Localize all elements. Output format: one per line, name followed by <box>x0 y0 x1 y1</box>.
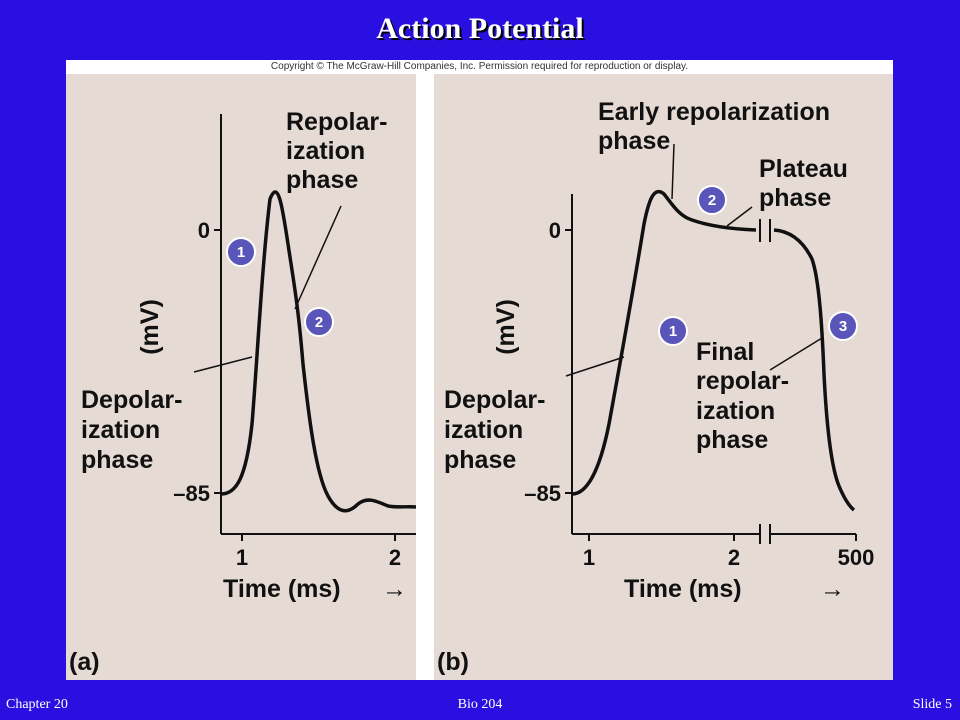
panel-b-depol-leader <box>565 356 625 377</box>
panel-b-potential-curve-right <box>773 228 856 512</box>
panel-a-y-tick-top: 0 <box>198 218 210 243</box>
panel-b-early-label-2: phase <box>598 127 670 155</box>
panel-b-badge-2 <box>697 185 727 215</box>
panel-b-x-tick-3: 500 <box>838 545 875 570</box>
panel-a-badge-1-text: 1 <box>237 244 245 261</box>
panel-a-repol-label-3: phase <box>286 166 358 194</box>
panel-a-depol-label-2: ization <box>81 416 160 444</box>
panel-b-tag: (b) <box>437 648 469 676</box>
panel-b-plateau-leader <box>726 206 753 227</box>
panel-a-tag: (a) <box>69 648 100 676</box>
panel-b-depol-label-1: Depolar- <box>444 386 545 414</box>
panel-b-final-leader <box>769 337 823 371</box>
panel-b-plateau-label-2: phase <box>759 184 831 212</box>
action-potential-figure: Copyright © The McGraw-Hill Companies, I… <box>66 60 893 680</box>
panel-b-x-tick-1: 1 <box>583 545 595 570</box>
panel-a-x-tick-2: 2 <box>389 545 401 570</box>
panel-a-x-tick-1: 1 <box>236 545 248 570</box>
panel-b-badge-1 <box>658 316 688 346</box>
panel-a-badge-2 <box>304 307 334 337</box>
copyright-notice: Copyright © The McGraw-Hill Companies, I… <box>270 61 689 72</box>
panel-b-final-label-2: repolar- <box>696 367 789 395</box>
panel-a-depol-label-1: Depolar- <box>81 386 182 414</box>
panel-b-diagram: 0 –85 1 2 500 (mV) Time (ms) → Early rep… <box>437 98 875 676</box>
panel-b-final-label-3: ization <box>696 397 775 425</box>
panel-a-y-tick-bottom: –85 <box>173 481 210 506</box>
panel-a-x-label: Time (ms) <box>223 575 341 603</box>
panel-a-repol-leader <box>294 205 342 310</box>
panel-a-depol-label-3: phase <box>81 446 153 474</box>
panel-a-diagram: 0 –85 1 2 (mV) Time (ms) → Repolar- izat… <box>69 108 416 676</box>
panel-b-badge-3-text: 3 <box>839 318 847 335</box>
panel-a-repol-label-1: Repolar- <box>286 108 387 136</box>
footer-slide-number: Slide 5 <box>912 697 952 712</box>
panel-b-y-label: (mV) <box>492 299 520 355</box>
panel-b-badge-3 <box>828 311 858 341</box>
footer-chapter: Chapter 20 <box>6 697 68 712</box>
panel-b-depol-label-3: phase <box>444 446 516 474</box>
panel-b-badge-1-text: 1 <box>669 323 677 340</box>
panel-b-final-label-1: Final <box>696 338 754 366</box>
slide-title: Action Potential <box>376 12 584 45</box>
panel-a-depol-leader <box>193 356 253 373</box>
panel-b-x-tick-2: 2 <box>728 545 740 570</box>
panel-b-x-arrow: → <box>820 575 845 603</box>
panel-a: 0 –85 1 2 (mV) Time (ms) → Repolar- izat… <box>66 74 416 680</box>
panel-a-badge-2-text: 2 <box>315 314 323 331</box>
panel-b-depol-label-2: ization <box>444 416 523 444</box>
panel-b-y-tick-bottom: –85 <box>524 481 561 506</box>
panel-b-final-label-4: phase <box>696 426 768 454</box>
panel-b-badge-2-text: 2 <box>708 192 716 209</box>
panel-b-potential-curve-left <box>571 190 757 496</box>
panel-a-badge-1 <box>226 237 256 267</box>
panel-b-plateau-label-1: Plateau <box>759 155 848 183</box>
panel-b-x-label: Time (ms) <box>624 575 742 603</box>
panel-b-early-leader <box>671 143 675 200</box>
panel-a-potential-curve <box>220 190 416 513</box>
panel-b-early-label-1: Early repolarization <box>598 98 830 126</box>
panel-a-y-label: (mV) <box>136 299 164 355</box>
footer-course: Bio 204 <box>457 697 503 712</box>
panel-a-x-arrow: → <box>382 575 407 603</box>
panel-b-y-tick-top: 0 <box>549 218 561 243</box>
panel-a-repol-label-2: ization <box>286 137 365 165</box>
panel-b: 0 –85 1 2 500 (mV) Time (ms) → Early rep… <box>434 74 893 680</box>
